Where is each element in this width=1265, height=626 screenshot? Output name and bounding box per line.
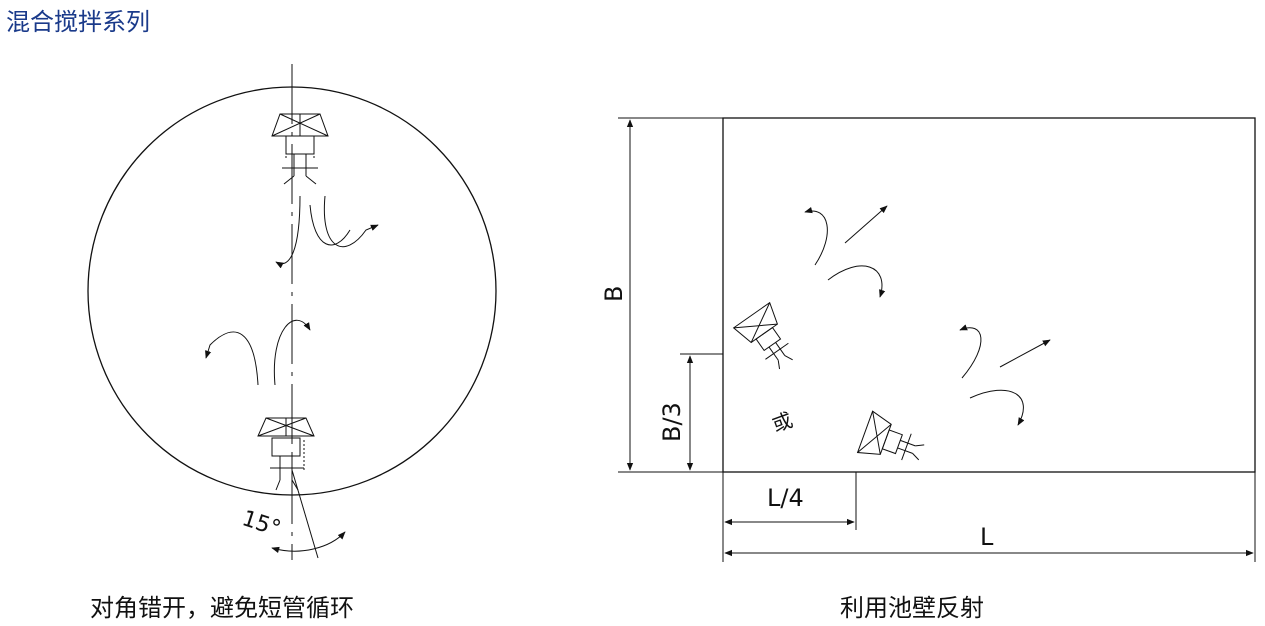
angle-arc (271, 531, 346, 554)
rectangular-tank-diagram: B B/3 L/4 L 或 (600, 117, 1256, 562)
flow-curve-2b (969, 389, 1025, 426)
caption-right: 利用池壁反射 (840, 594, 984, 622)
tank-rectangle (722, 117, 1256, 473)
flow-arrow-upper-right (323, 195, 379, 248)
caption-left: 对角错开，避免短管循环 (90, 594, 354, 622)
flow-arrow-lower-right (273, 319, 311, 386)
flow-curve-upper (309, 204, 351, 246)
flow-arrow-lower-left (205, 331, 259, 386)
dim-label-B3: B/3 (658, 402, 686, 442)
flow-curve-2a (959, 324, 982, 379)
dim-label-L4: L/4 (767, 484, 804, 512)
angle-reference-line (291, 469, 319, 559)
flow-arrow-1 (844, 205, 888, 244)
circular-tank-diagram: 15° (87, 64, 497, 560)
dim-label-B: B (600, 286, 628, 302)
mixer-wall-bottom (856, 410, 925, 461)
dim-label-L: L (980, 523, 994, 551)
angle-label: 15° (239, 506, 284, 542)
flow-arrow-2 (999, 339, 1051, 368)
page-title: 混合搅拌系列 (6, 8, 150, 36)
mixer-wall-left (732, 301, 793, 370)
mixer-bottom (257, 417, 315, 491)
flow-curve-1b (827, 265, 886, 298)
mixer-top (271, 113, 329, 185)
flow-curve-1a (804, 206, 828, 266)
flow-arrow-upper-left (275, 195, 301, 269)
or-label: 或 (769, 408, 796, 437)
